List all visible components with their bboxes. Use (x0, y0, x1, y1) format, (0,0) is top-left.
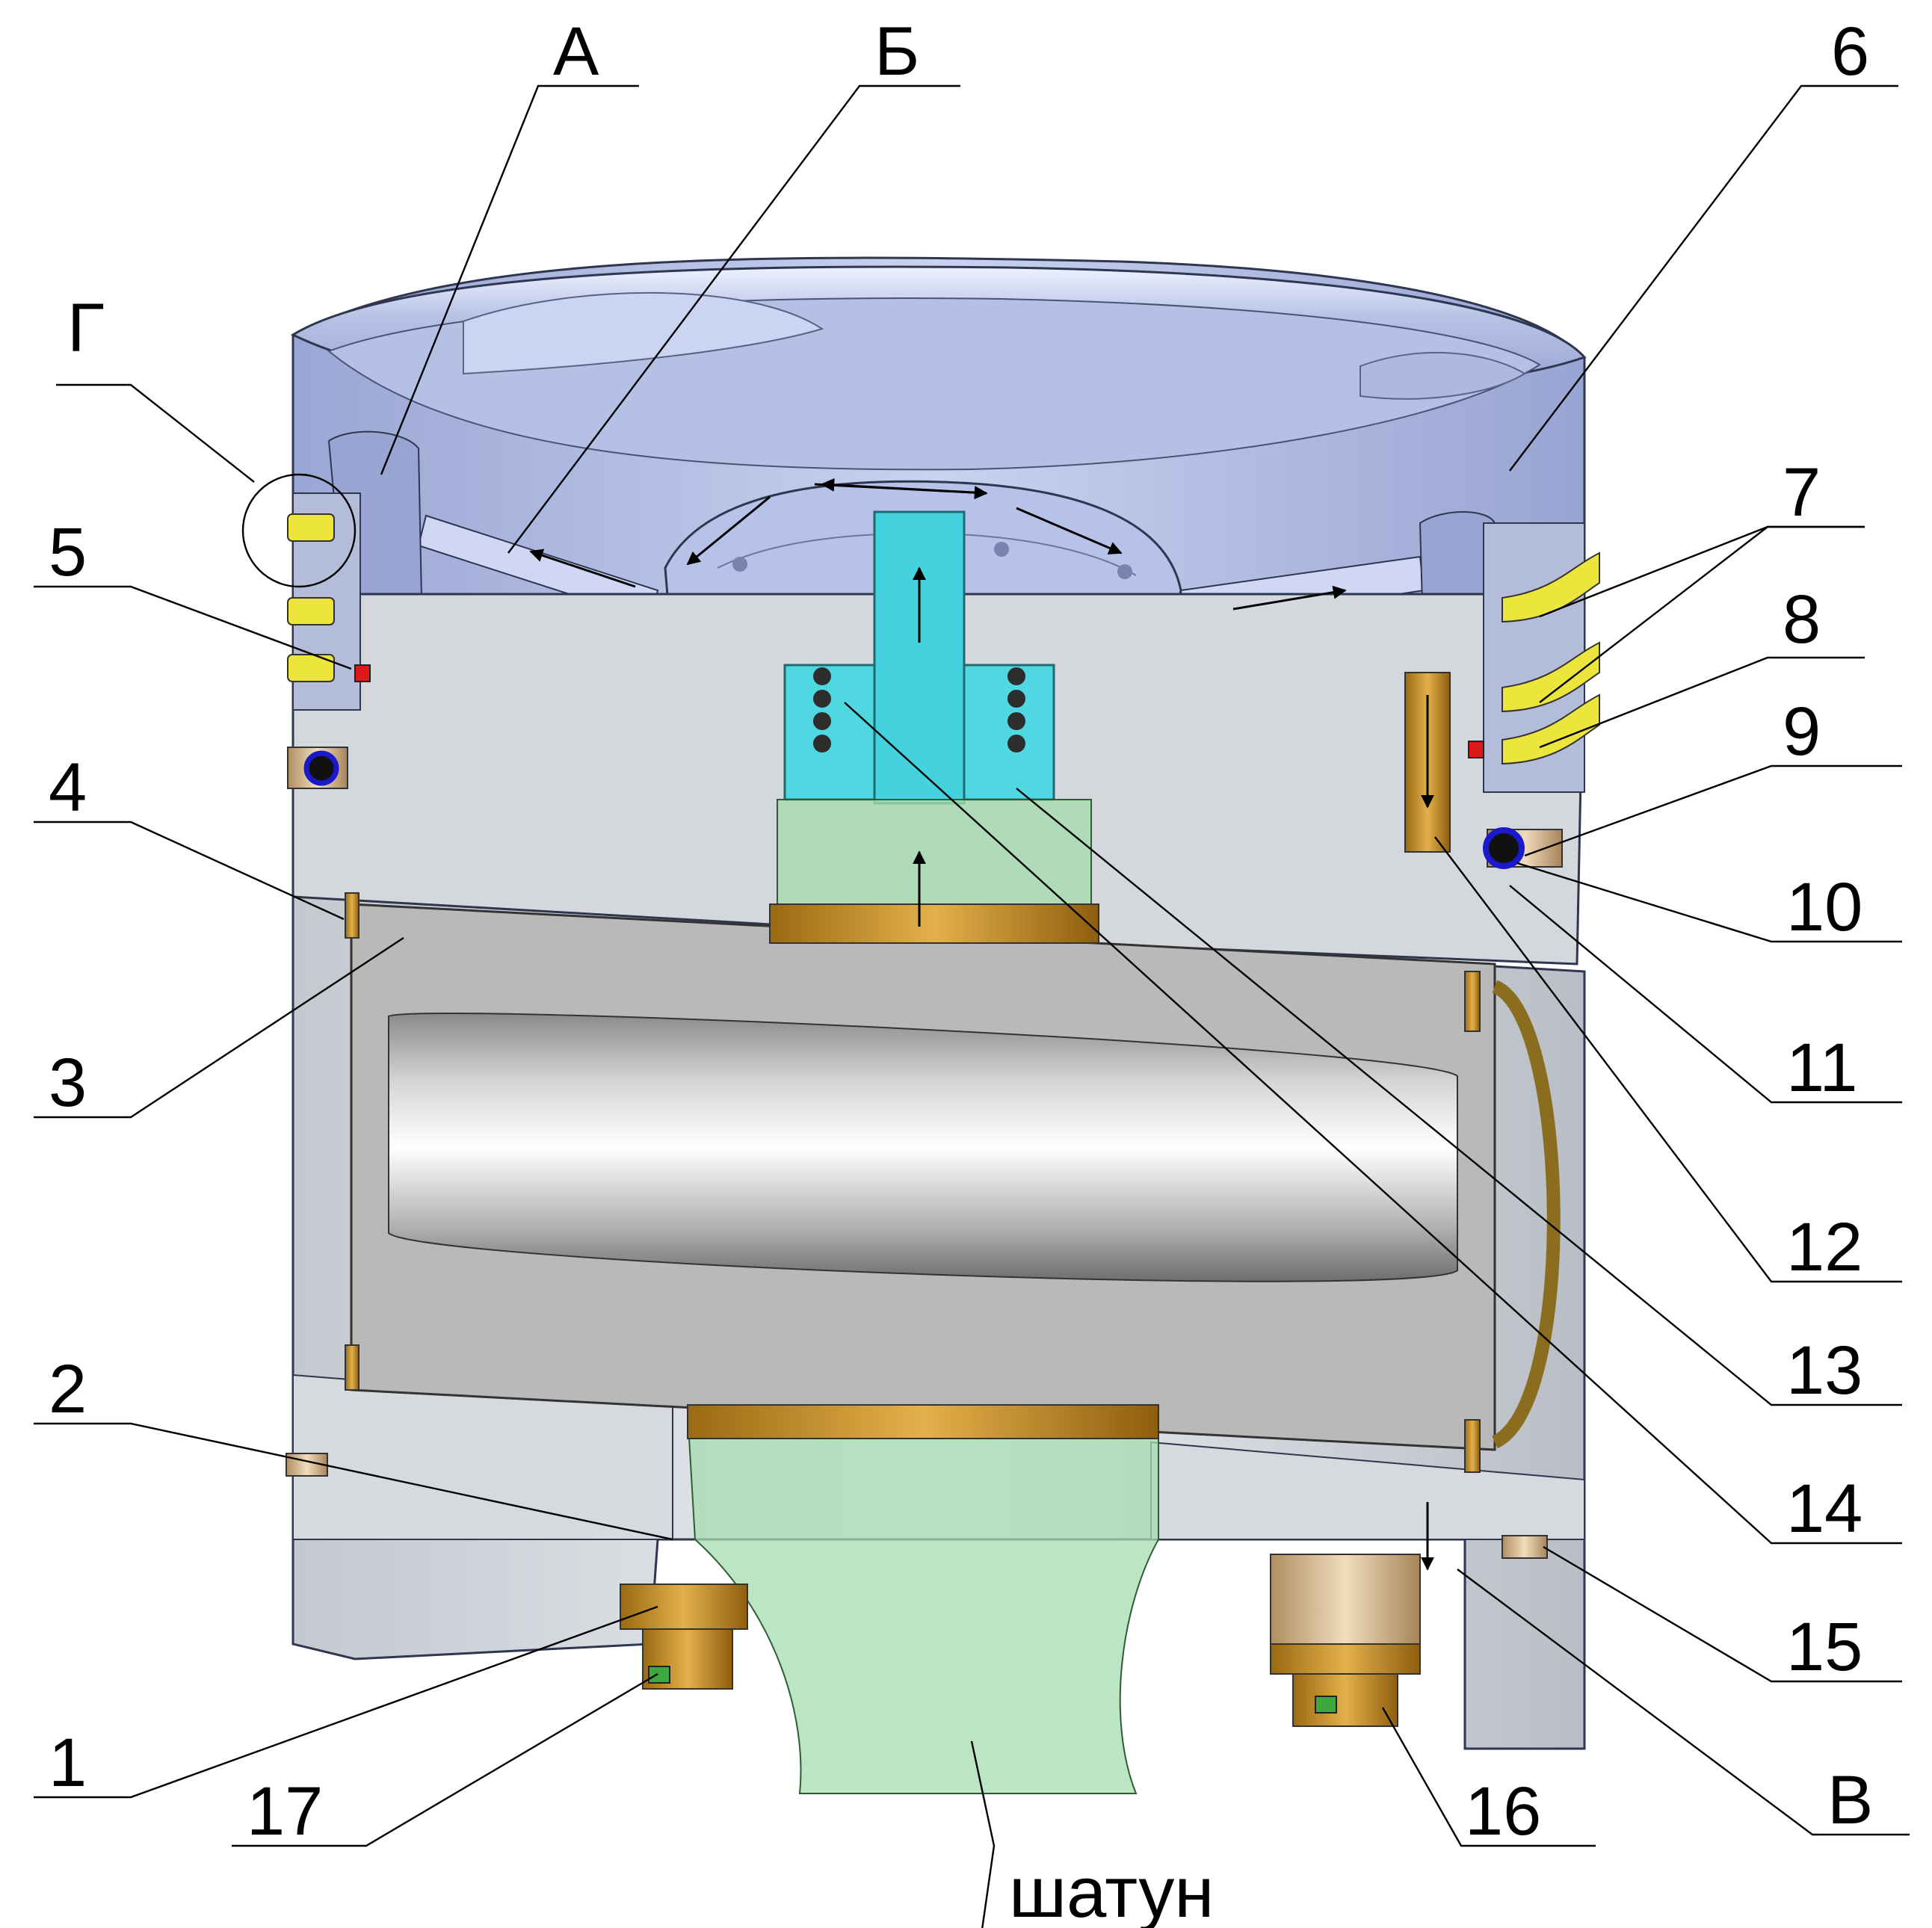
label-A: А (553, 13, 599, 90)
label-V: В (1827, 1762, 1873, 1838)
leader-lines (34, 84, 1910, 1928)
label-16: 16 (1465, 1773, 1541, 1850)
connecting-rod (686, 799, 1159, 1794)
nozzle-16 (1270, 1554, 1421, 1727)
label-12: 12 (1786, 1209, 1862, 1285)
label-10: 10 (1786, 869, 1862, 945)
nozzle-17 (620, 1584, 748, 1690)
label-6: 6 (1831, 13, 1869, 90)
flow-arrows (529, 478, 1347, 611)
label-rod: шатун (1009, 1853, 1214, 1928)
bushing-lower (345, 1344, 359, 1391)
label-14: 14 (1786, 1471, 1862, 1547)
label-G: Г (67, 290, 105, 366)
label-11: 11 (1786, 1030, 1858, 1106)
label-1: 1 (49, 1725, 87, 1801)
ball-10 (1483, 827, 1525, 869)
detail-circle-G (241, 473, 357, 588)
label-8: 8 (1783, 581, 1821, 658)
label-7: 7 (1783, 454, 1821, 531)
bushing-4 (345, 892, 359, 939)
label-15: 15 (1786, 1609, 1862, 1685)
piston-pin (350, 903, 1561, 1451)
bushing-right-bottom (1464, 1419, 1481, 1473)
label-5: 5 (49, 514, 87, 590)
label-17: 17 (247, 1773, 323, 1850)
label-2: 2 (49, 1351, 87, 1427)
bushing-right-top (1464, 971, 1481, 1032)
piston-rings (287, 513, 1600, 765)
callout-labels: А Б 6 Г 5 4 3 2 1 17 шатун 16 В 15 14 13… (49, 13, 1873, 1928)
plug-2 (286, 1453, 328, 1477)
label-4: 4 (49, 750, 87, 826)
label-3: 3 (49, 1045, 87, 1121)
ball-left (303, 750, 339, 786)
label-13: 13 (1786, 1332, 1862, 1409)
seal-right (1468, 741, 1484, 758)
relief-valve (783, 510, 1055, 805)
seal-5 (354, 664, 371, 682)
label-9: 9 (1783, 693, 1821, 770)
plug-15 (1502, 1535, 1548, 1559)
label-B: Б (874, 13, 919, 90)
